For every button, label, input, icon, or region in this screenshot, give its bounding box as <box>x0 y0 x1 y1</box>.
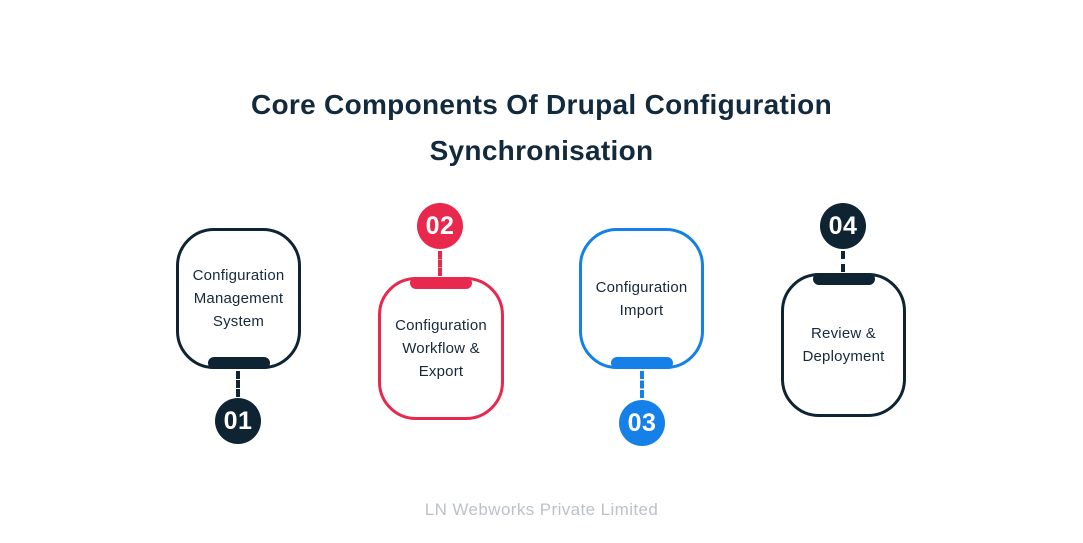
step-label-2: Configuration Workflow & Export <box>395 317 487 380</box>
step-box-4: Review & Deployment <box>781 273 906 417</box>
box-notch-2 <box>410 277 472 289</box>
page-title-line1: Core Components Of Drupal Configuration <box>250 89 832 120</box>
step-number-2: 02 <box>425 211 455 240</box>
footer-credit: LN Webworks Private Limited <box>424 500 659 519</box>
dotted-connector-3 <box>640 371 644 398</box>
dotted-connector-1 <box>236 371 240 397</box>
step-number-1: 01 <box>223 406 253 435</box>
step-box-3: Configuration Import <box>579 228 704 369</box>
step-label-3: Configuration Import <box>595 278 688 319</box>
step-number-4: 04 <box>828 211 858 240</box>
box-notch-1 <box>207 357 270 369</box>
step-label-1: Configuration Management System <box>192 267 285 330</box>
dotted-connector-4 <box>841 251 845 272</box>
step-number-badge-2: 02 <box>417 203 463 249</box>
dotted-connector-2 <box>438 251 442 276</box>
step-number-badge-3: 03 <box>619 400 665 446</box>
box-notch-3 <box>610 357 673 369</box>
step-box-1: Configuration Management System <box>176 228 301 369</box>
step-label-4: Review & Deployment <box>802 325 885 365</box>
step-number-badge-1: 01 <box>215 398 261 444</box>
step-number-3: 03 <box>627 408 657 437</box>
page-title-line2: Synchronisation <box>429 135 654 166</box>
page-title: Core Components Of Drupal Configuration … <box>0 82 1083 174</box>
box-notch-4 <box>812 273 875 285</box>
step-number-badge-4: 04 <box>820 203 866 249</box>
step-box-2: Configuration Workflow & Export <box>378 277 504 420</box>
